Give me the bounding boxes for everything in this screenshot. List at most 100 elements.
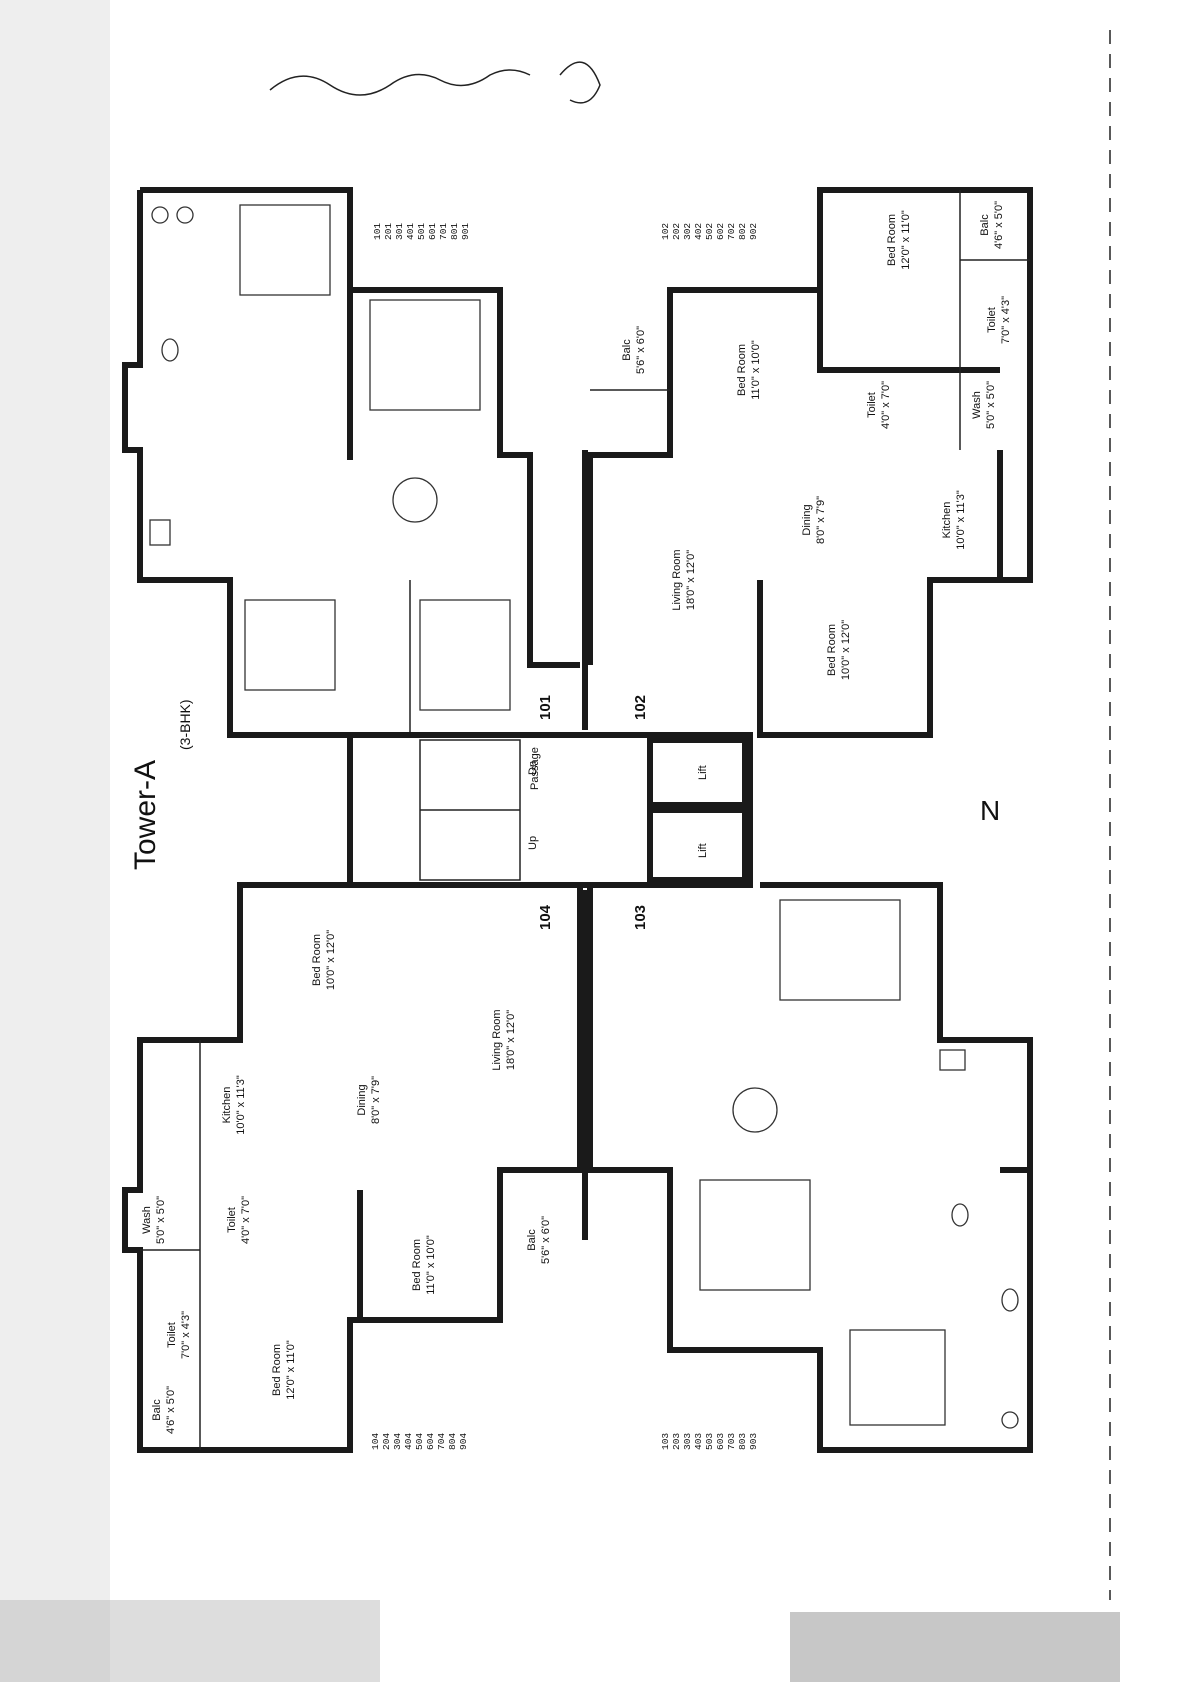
stove-icon xyxy=(149,519,171,546)
flat-number-text: 401 xyxy=(405,223,416,240)
flat-number-text: 104 xyxy=(370,1433,381,1450)
flat-number: 504 xyxy=(414,1433,425,1450)
room-name: Toilet xyxy=(226,1207,238,1233)
flat-number: 603 xyxy=(715,1433,726,1450)
scan-edge-bottom xyxy=(0,1600,380,1682)
room-name: Bed Room xyxy=(736,344,748,396)
flat-number: 702 xyxy=(726,223,737,240)
room-size: 18'0" x 12'0" xyxy=(505,1010,517,1070)
flat-number-text: 701 xyxy=(438,223,449,240)
dining-table-icon xyxy=(392,477,438,523)
unit-103-label: 103 xyxy=(632,905,649,930)
flat-number: 201 xyxy=(383,223,394,240)
room-size: 7'0" x 4'3" xyxy=(180,1311,192,1359)
room-size: 10'0" x 12'0" xyxy=(840,620,852,680)
room-size: 10'0" x 11'3" xyxy=(955,490,967,550)
flat-number: 302 xyxy=(682,223,693,240)
lower-block xyxy=(122,882,1033,1453)
upper-furniture xyxy=(149,204,511,711)
subtitle: (3-BHK) xyxy=(177,699,193,750)
flat-number-text: 601 xyxy=(427,223,438,240)
north-label: N xyxy=(980,795,1000,826)
flat-number-text: 904 xyxy=(458,1433,469,1450)
flat-number-text: 901 xyxy=(460,223,471,240)
flat-number-text: 603 xyxy=(715,1433,726,1450)
scan-edge-bottom-right xyxy=(790,1612,1120,1682)
flat-number: 902 xyxy=(748,223,759,240)
flat-number-text: 403 xyxy=(693,1433,704,1450)
flat-number-text: 802 xyxy=(737,223,748,240)
flat-number: 803 xyxy=(737,1433,748,1450)
bed-icon xyxy=(779,899,901,1001)
flat-number: 704 xyxy=(436,1433,447,1450)
room-name: Bed Room xyxy=(826,624,838,676)
bed-icon xyxy=(699,1179,811,1291)
flat-number: 402 xyxy=(693,223,704,240)
flat-number: 601 xyxy=(427,223,438,240)
room-name: Bed Room xyxy=(311,934,323,986)
lower-furniture xyxy=(699,899,1019,1429)
flat-number: 102 xyxy=(660,223,671,240)
wc-icon xyxy=(951,1203,969,1227)
flat-number: 901 xyxy=(460,223,471,240)
room-name: Wash xyxy=(141,1206,153,1234)
bed-icon xyxy=(369,299,481,411)
flat-number-text: 402 xyxy=(693,223,704,240)
bed-icon xyxy=(849,1329,946,1426)
flat-number-text: 602 xyxy=(715,223,726,240)
room-size: 5'0" x 5'0" xyxy=(155,1196,167,1244)
room-size: 10'0" x 12'0" xyxy=(325,930,337,990)
core xyxy=(347,732,753,888)
flat-number: 202 xyxy=(671,223,682,240)
room-size: 18'0" x 12'0" xyxy=(685,550,697,610)
room-name: Kitchen xyxy=(941,502,953,539)
unit-101-label: 101 xyxy=(537,695,554,720)
flat-number: 104 xyxy=(370,1433,381,1450)
flat-number: 203 xyxy=(671,1433,682,1450)
flat-number: 801 xyxy=(449,223,460,240)
flat-number-text: 502 xyxy=(704,223,715,240)
room-name: Toilet xyxy=(166,1322,178,1348)
room-name: Balc xyxy=(151,1399,163,1421)
flat-number: 301 xyxy=(394,223,405,240)
flat-number-text: 902 xyxy=(748,223,759,240)
flat-number-text: 803 xyxy=(737,1433,748,1450)
flat-number-text: 303 xyxy=(682,1433,693,1450)
washbasin-icon xyxy=(151,206,169,224)
flat-number-text: 801 xyxy=(449,223,460,240)
flat-number: 804 xyxy=(447,1433,458,1450)
flat-number-text: 304 xyxy=(392,1433,403,1450)
room-size: 5'0" x 5'0" xyxy=(985,381,997,429)
flat-number: 502 xyxy=(704,223,715,240)
flat-number: 703 xyxy=(726,1433,737,1450)
stove-icon xyxy=(939,1049,966,1071)
sofa-icon xyxy=(419,599,511,711)
unit-104-label: 104 xyxy=(537,904,554,930)
room-size: 11'0" x 10'0" xyxy=(425,1235,437,1295)
washbasin-icon xyxy=(176,206,194,224)
upper-block xyxy=(122,187,1033,738)
passage-label: Passage xyxy=(529,747,541,790)
scan-edge-left xyxy=(0,0,110,1682)
flat-number-text: 501 xyxy=(416,223,427,240)
flat-number: 204 xyxy=(381,1433,392,1450)
flat-number: 903 xyxy=(748,1433,759,1450)
flat-number: 503 xyxy=(704,1433,715,1450)
room-size: 4'6" x 5'0" xyxy=(993,201,1005,249)
flat-number-text: 102 xyxy=(660,223,671,240)
flat-number-text: 101 xyxy=(372,223,383,240)
flat-number-text: 604 xyxy=(425,1433,436,1450)
